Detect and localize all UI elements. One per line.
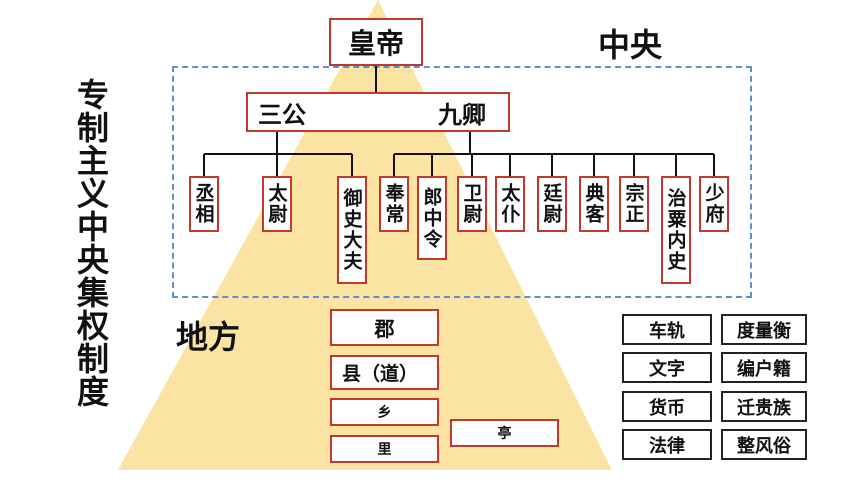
sangong-jiuqing-box: 三公 九卿 bbox=[246, 92, 510, 132]
office-yushidafu: 御史大夫 bbox=[337, 176, 367, 284]
office-tingwei: 廷尉 bbox=[537, 176, 567, 232]
sangong-label: 三公 bbox=[258, 100, 306, 129]
local-jun: 郡 bbox=[330, 309, 439, 346]
office-taipu: 太仆 bbox=[495, 176, 525, 232]
local-li: 里 bbox=[330, 435, 439, 463]
office-zhisuneishi: 治粟内史 bbox=[661, 176, 691, 284]
central-region-frame bbox=[172, 66, 752, 298]
central-label: 中央 bbox=[598, 26, 663, 64]
office-taiwei: 太尉 bbox=[262, 176, 292, 232]
office-shaofu: 少府 bbox=[699, 176, 729, 232]
office-langzhongling: 郎中令 bbox=[417, 176, 447, 260]
policy-zhengfengsu: 整风俗 bbox=[721, 429, 807, 460]
policy-chegui: 车轨 bbox=[622, 314, 712, 345]
policy-huobi: 货币 bbox=[622, 391, 712, 422]
policy-bianhuji: 编户籍 bbox=[721, 352, 807, 383]
office-chengxiang: 丞相 bbox=[189, 176, 219, 232]
office-dianke: 典客 bbox=[579, 176, 609, 232]
policy-duliangheng: 度量衡 bbox=[721, 314, 807, 345]
system-title: 专制主义中央集权制度 bbox=[72, 78, 110, 408]
local-xian: 县（道） bbox=[330, 355, 439, 390]
policy-qianguizu: 迁贵族 bbox=[721, 391, 807, 422]
jiuqing-label: 九卿 bbox=[438, 100, 486, 129]
local-ting: 亭 bbox=[450, 419, 559, 447]
office-fengchang: 奉常 bbox=[379, 176, 409, 232]
office-zongzheng: 宗正 bbox=[619, 176, 649, 232]
local-xiang: 乡 bbox=[330, 398, 439, 426]
emperor-box: 皇帝 bbox=[329, 18, 423, 66]
office-weiwei: 卫尉 bbox=[457, 176, 487, 232]
policy-wenzi: 文字 bbox=[622, 352, 712, 383]
policy-falv: 法律 bbox=[622, 429, 712, 460]
local-label: 地方 bbox=[176, 318, 241, 356]
